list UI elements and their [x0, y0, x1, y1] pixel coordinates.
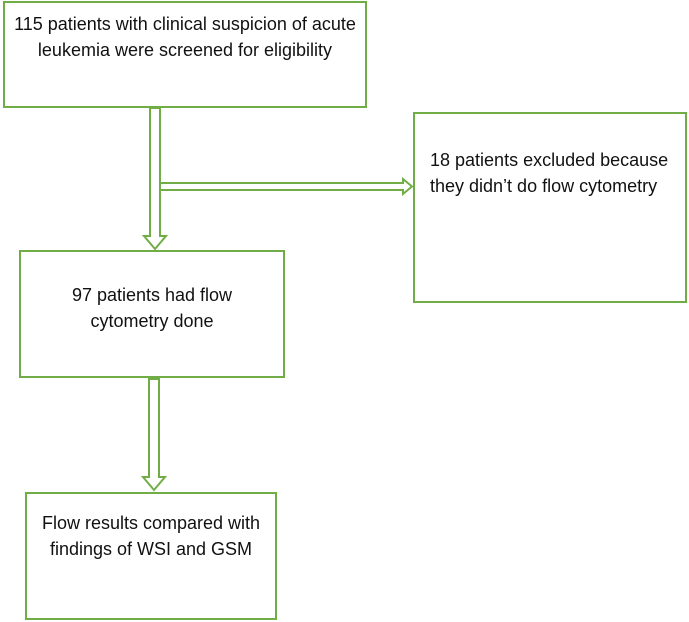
arrow-flow-done-to-compared	[140, 378, 168, 492]
excluded-patients-text: 18 patients excluded because they didn’t…	[430, 150, 669, 196]
flow-cytometry-done-box: 97 patients had flow cytometry done	[19, 250, 285, 378]
arrow-screened-to-flow-done	[141, 107, 169, 251]
screened-patients-text: 115 patients with clinical suspicion of …	[14, 14, 356, 60]
arrow-to-excluded	[159, 176, 414, 197]
results-compared-box: Flow results compared with findings of W…	[25, 492, 277, 620]
flow-cytometry-done-text: 97 patients had flow cytometry done	[71, 285, 233, 331]
excluded-patients-box: 18 patients excluded because they didn’t…	[413, 112, 687, 303]
screened-patients-box: 115 patients with clinical suspicion of …	[3, 1, 367, 108]
results-compared-text: Flow results compared with findings of W…	[41, 513, 261, 559]
